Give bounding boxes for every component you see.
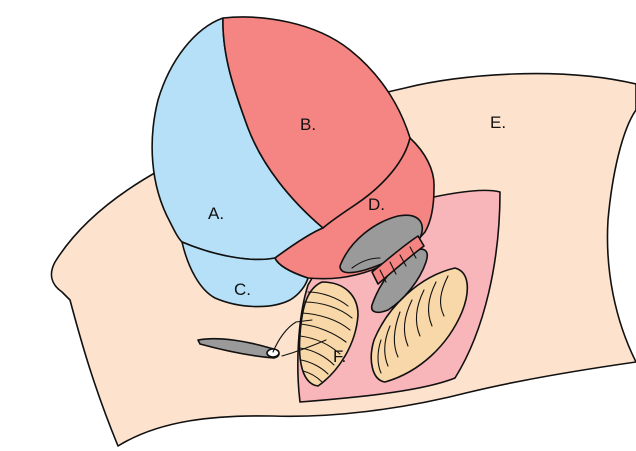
label-a: A. xyxy=(208,204,224,223)
label-c: C. xyxy=(234,280,251,299)
label-f: F. xyxy=(333,347,346,366)
label-e: E. xyxy=(490,113,506,132)
label-b: B. xyxy=(300,115,316,134)
label-d: D. xyxy=(368,195,385,214)
